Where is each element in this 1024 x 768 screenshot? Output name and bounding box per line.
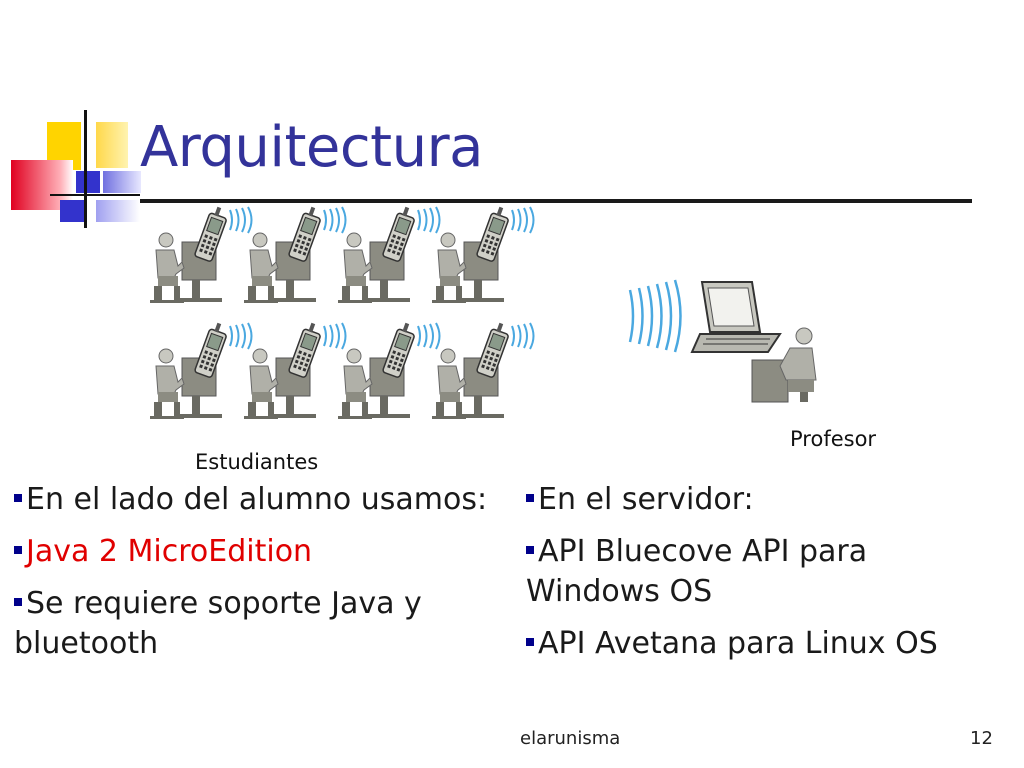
- left-bullet-list: En el lado del alumno usamos: Java 2 Mic…: [14, 480, 492, 664]
- square-bullet-icon: [14, 597, 22, 606]
- architecture-figure: [149, 204, 817, 420]
- logo-blue-fade: [103, 171, 141, 193]
- square-bullet-icon: [526, 637, 534, 646]
- slide-title: Arquitectura: [140, 115, 483, 180]
- square-bullet-icon: [526, 493, 534, 502]
- list-item: En el servidor:: [526, 480, 986, 532]
- list-item: Java 2 MicroEdition: [14, 532, 492, 584]
- list-item-text: En el servidor:: [538, 482, 754, 517]
- teacher-group: [628, 279, 817, 403]
- list-item-text: Java 2 MicroEdition: [26, 534, 313, 569]
- list-item-text: En el lado del alumno usamos:: [26, 482, 488, 517]
- logo-vertical-line: [84, 110, 87, 228]
- list-item: API Bluecove API para Windows OS: [526, 532, 906, 624]
- list-item: Se requiere soporte Java y bluetooth: [14, 584, 464, 664]
- page-number: 12: [970, 728, 993, 749]
- list-item-text: API Avetana para Linux OS: [538, 626, 938, 661]
- square-bullet-icon: [14, 493, 22, 502]
- footer-center-text: elarunisma: [520, 728, 621, 749]
- list-item-text: Se requiere soporte Java y bluetooth: [14, 586, 422, 661]
- list-item: API Avetana para Linux OS: [526, 624, 986, 664]
- square-bullet-icon: [14, 545, 22, 554]
- student-group: [149, 204, 535, 420]
- logo-blue-fade-2: [96, 200, 140, 222]
- teacher-label: Profesor: [790, 427, 877, 451]
- square-bullet-icon: [526, 545, 534, 554]
- logo-blue-square: [76, 171, 100, 193]
- logo-horizontal-line: [50, 194, 140, 196]
- logo-blue-square-2: [60, 200, 86, 222]
- title-divider: [140, 199, 972, 203]
- logo-yellow-square-right: [96, 122, 128, 168]
- students-label: Estudiantes: [195, 450, 319, 474]
- list-item-text: API Bluecove API para Windows OS: [526, 534, 868, 609]
- list-item: En el lado del alumno usamos:: [14, 480, 492, 532]
- right-bullet-list: En el servidor: API Bluecove API para Wi…: [526, 480, 986, 664]
